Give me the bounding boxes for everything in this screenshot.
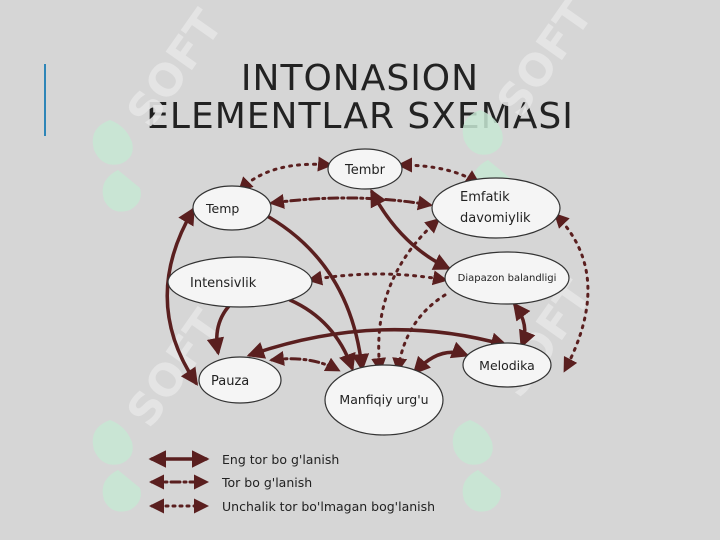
edge-pauza-mantiqiy [269, 351, 341, 372]
watermark-logo-top-left: SOFT [92, 1, 233, 212]
edge-temp-emfatik [269, 193, 433, 211]
edge-diapazon-melodika [512, 302, 536, 349]
edge-temp-tembr [237, 156, 333, 193]
accent-bar [44, 64, 46, 136]
watermark-logo-bottom-left: SOFT [92, 301, 233, 512]
node-tembr: Tembr [327, 148, 403, 190]
node-temp: Temp [192, 185, 272, 231]
node-intensivlik: Intensivlik [167, 256, 313, 308]
node-label: Intensivlik [190, 276, 257, 291]
legend-label-dashdot: Tor bo g'lanish [221, 475, 312, 490]
node-label: Temp [205, 201, 239, 216]
edge-pauza-melodika [246, 327, 509, 359]
legend [148, 450, 210, 514]
watermark-text: SOFT [117, 1, 233, 136]
node-label: Manfiqiy urg'u [339, 392, 428, 407]
connections [165, 156, 590, 386]
legend-label-solid: Eng tor bo g'lanish [222, 452, 339, 467]
node-label: Tembr [344, 163, 386, 178]
title-line-2: ELEMENTLAR SXEMASI [146, 96, 574, 137]
watermark-logo-top-right: SOFT [462, 0, 603, 202]
watermark-text: SOFT [487, 0, 603, 126]
slide-title: INTONASION ELEMENTLAR SXEMASI [80, 60, 640, 136]
edge-emfatik-melodika [553, 212, 590, 373]
node-label-line2: davomiylik [460, 211, 531, 226]
edge-tembr-emfatik [397, 157, 481, 185]
node-melodika: Melodika [462, 342, 552, 388]
edge-mantiqiy-melodika [412, 341, 470, 375]
edge-diapazon-mantiqiy [392, 293, 447, 373]
node-label: Melodika [479, 358, 535, 373]
node-mantiqiy-urgu: Manfiqiy urg'u [324, 364, 444, 436]
node-label: Pauza [211, 374, 249, 389]
edge-temp-pauza [165, 206, 198, 386]
title-line-1: INTONASION [240, 58, 480, 99]
node-emfatik-davomiylik: Emfatik davomiylik [431, 177, 561, 239]
edge-tembr-diapazon [370, 188, 452, 270]
watermark-logo-bottom-right: SOFT [452, 271, 603, 512]
node-diapazon-balandligi: Diapazon balandligi [444, 251, 570, 305]
node-label: Diapazon balandligi [458, 273, 557, 284]
node-pauza: Pauza [198, 356, 282, 404]
node-label-line1: Emfatik [460, 190, 510, 205]
legend-label-dotted: Unchalik tor bo'lmagan bog'lanish [222, 499, 435, 514]
